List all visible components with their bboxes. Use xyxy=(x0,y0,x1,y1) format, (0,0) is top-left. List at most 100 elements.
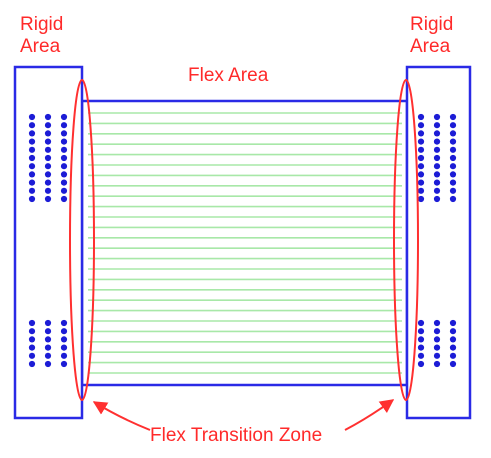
pad-dot xyxy=(449,336,457,343)
pad-dot xyxy=(60,360,68,368)
pad-dot xyxy=(417,352,425,359)
pad-dot xyxy=(60,163,68,170)
pad-dot xyxy=(449,187,457,194)
pad-dot xyxy=(449,171,457,178)
pad-dot xyxy=(449,195,457,203)
pad-dot xyxy=(60,113,68,121)
pad-dot xyxy=(417,360,425,368)
pad-dot xyxy=(60,122,68,129)
pad-dot xyxy=(417,328,425,335)
pad-dot xyxy=(433,179,441,186)
pad-dot xyxy=(433,171,441,178)
pad-dot xyxy=(44,319,52,327)
label-rigid-left-line2: Area xyxy=(20,36,61,57)
pad-dot xyxy=(60,187,68,194)
transition-ellipse-left xyxy=(69,79,95,401)
pad-dot xyxy=(44,163,52,170)
pad-dot xyxy=(449,319,457,327)
pad-dot xyxy=(60,319,68,327)
pad-dot xyxy=(449,154,457,162)
pad-dot xyxy=(417,130,425,137)
pad-dot xyxy=(433,122,441,129)
pad-dot xyxy=(417,344,425,351)
pad-dot xyxy=(60,171,68,178)
label-rigid-left-line1: Rigid xyxy=(20,14,64,35)
pad-dot xyxy=(449,130,457,137)
pad-dot xyxy=(433,163,441,170)
arrow-to-left-transition xyxy=(92,401,151,431)
pad-dot xyxy=(60,336,68,343)
pad-dot xyxy=(60,179,68,186)
pad-dot xyxy=(28,319,36,327)
pad-dot xyxy=(44,130,52,137)
pad-dot xyxy=(28,344,36,351)
flex-traces xyxy=(88,112,402,374)
pad-dot xyxy=(449,146,457,153)
pad-dot xyxy=(417,138,425,145)
pad-dot xyxy=(44,154,52,162)
pad-dot xyxy=(60,195,68,203)
pad-dot xyxy=(28,171,36,178)
pad-dot xyxy=(433,336,441,343)
pad-dot xyxy=(449,328,457,335)
pad-dot xyxy=(28,195,36,203)
pad-array-right xyxy=(417,113,457,368)
pad-dot xyxy=(433,328,441,335)
pad-dot xyxy=(28,179,36,186)
pad-dot xyxy=(44,336,52,343)
label-rigid-area-right: Rigid Area xyxy=(410,14,470,58)
pad-dot xyxy=(44,146,52,153)
pad-dot xyxy=(417,319,425,327)
pad-dot xyxy=(417,113,425,121)
pad-dot xyxy=(28,163,36,170)
pad-dot xyxy=(433,319,441,327)
pad-dot xyxy=(44,352,52,359)
pad-dot xyxy=(28,154,36,162)
label-flex-area: Flex Area xyxy=(188,65,269,86)
pad-dot xyxy=(28,146,36,153)
pad-dot xyxy=(60,344,68,351)
pad-dot xyxy=(433,195,441,203)
pad-dot xyxy=(417,122,425,129)
pad-dot xyxy=(44,360,52,368)
pad-dot xyxy=(28,352,36,359)
rigid-area-right xyxy=(405,65,472,420)
pad-dot xyxy=(417,179,425,186)
pad-dot xyxy=(44,328,52,335)
pad-dot xyxy=(433,113,441,121)
pad-dot xyxy=(449,344,457,351)
pad-dot xyxy=(449,360,457,368)
pad-dot xyxy=(417,146,425,153)
pad-dot xyxy=(449,122,457,129)
pad-dot xyxy=(60,130,68,137)
pad-dot xyxy=(28,130,36,137)
pad-dot xyxy=(449,352,457,359)
pad-dot xyxy=(44,113,52,121)
pad-dot xyxy=(433,344,441,351)
pad-dot xyxy=(44,138,52,145)
pad-dot xyxy=(60,138,68,145)
pad-dot xyxy=(433,130,441,137)
pad-dot xyxy=(44,187,52,194)
pad-dot xyxy=(449,113,457,121)
pad-dot xyxy=(60,154,68,162)
pad-dot xyxy=(28,138,36,145)
pad-dot xyxy=(433,187,441,194)
pad-dot xyxy=(28,122,36,129)
pad-dot xyxy=(433,146,441,153)
flex-area-outline xyxy=(80,99,409,387)
pad-array-left xyxy=(28,113,68,368)
pad-dot xyxy=(60,328,68,335)
label-rigid-right-line2: Area xyxy=(410,36,451,57)
pad-dot xyxy=(449,163,457,170)
pad-dot xyxy=(60,352,68,359)
pad-dot xyxy=(28,187,36,194)
pad-dot xyxy=(44,344,52,351)
pad-dot xyxy=(417,171,425,178)
pad-dot xyxy=(433,360,441,368)
pad-dot xyxy=(28,328,36,335)
pad-dot xyxy=(449,138,457,145)
pad-dot xyxy=(28,336,36,343)
pad-dot xyxy=(417,187,425,194)
